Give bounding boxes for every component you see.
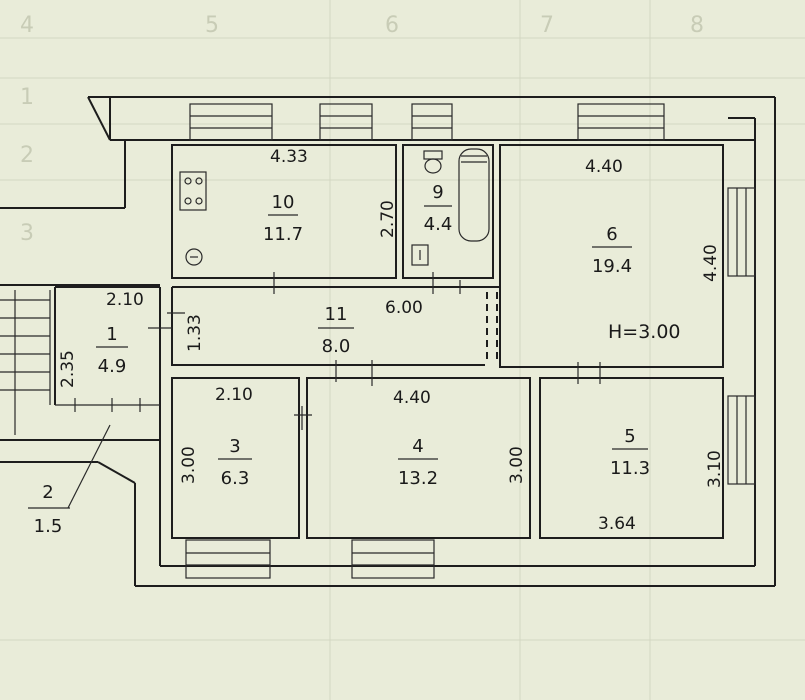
window-right-1 [727,187,756,277]
window-top-1 [189,103,273,141]
bg-column-header: 6 [385,13,399,38]
room-10-depth: 2.70 [378,200,398,238]
room-4-depth: 3.00 [507,446,527,484]
ceiling-height: H=3.00 [608,321,681,343]
room-4-number: 4 [412,436,423,457]
room-9-outline [402,144,494,279]
room-4-outline [306,377,531,539]
room-4-area: 13.2 [398,468,438,489]
room-2-number: 2 [42,482,53,503]
room-3-number: 3 [229,436,240,457]
room-2-area: 1.5 [34,516,63,537]
room-1-depth: 2.35 [58,350,78,388]
room-6-outline [499,144,724,368]
bg-row-header: 1 [20,85,34,110]
room-11-number: 11 [325,304,348,325]
bg-column-header: 8 [690,13,704,38]
window-bottom-2 [351,539,435,579]
washbasin-icon [411,244,429,266]
windows [0,103,756,579]
room-10-number: 10 [272,192,295,213]
window-top-2 [319,103,373,141]
bg-column-header: 5 [205,13,219,38]
room-9-number: 9 [432,182,443,203]
room-4-width: 4.40 [393,388,431,408]
window-bottom-1 [185,539,271,579]
room-9-area: 4.4 [424,214,453,235]
bg-row-header: 2 [20,143,34,168]
room-10-outline [171,144,397,279]
sink-icon [185,248,203,266]
room-labels: 4.33 10 11.7 2.70 9 4.4 4.40 6 19.4 4.40… [28,147,725,537]
door-marks [55,272,601,509]
room-5-number: 5 [624,426,635,447]
room-11-area: 8.0 [322,336,351,357]
room-11-width: 6.00 [385,298,423,318]
stove-icon [179,171,207,211]
room-6-depth: 4.40 [701,244,721,282]
bg-column-header: 4 [20,13,34,38]
room-3-depth: 3.00 [179,446,199,484]
room-1-area: 4.9 [98,356,127,377]
window-right-2 [727,395,756,485]
window-top-4 [577,103,665,141]
window-left-vent [0,290,51,435]
room-6-width: 4.40 [585,157,623,177]
room-5-depth: 3.10 [705,450,725,488]
room-5-area: 11.3 [610,458,650,479]
room-3-outline [171,377,300,539]
room-1-width: 2.10 [106,290,144,310]
room-5-outline [539,377,724,539]
fixtures [179,148,490,266]
bg-row-header: 3 [20,221,34,246]
bg-column-header: 7 [540,13,554,38]
room-6-number: 6 [606,224,617,245]
window-top-3 [411,103,453,141]
room-1-number: 1 [106,324,117,345]
room-5-width: 3.64 [598,514,636,534]
toilet-icon [423,150,443,174]
leader-line-room-2 [67,424,111,509]
room-3-area: 6.3 [221,468,250,489]
room-11-depth: 1.33 [185,314,205,352]
room-10-area: 11.7 [263,224,303,245]
room-10-width: 4.33 [270,147,308,167]
room-3-width: 2.10 [215,385,253,405]
bathtub-icon [458,148,490,242]
room-6-area: 19.4 [592,256,632,277]
